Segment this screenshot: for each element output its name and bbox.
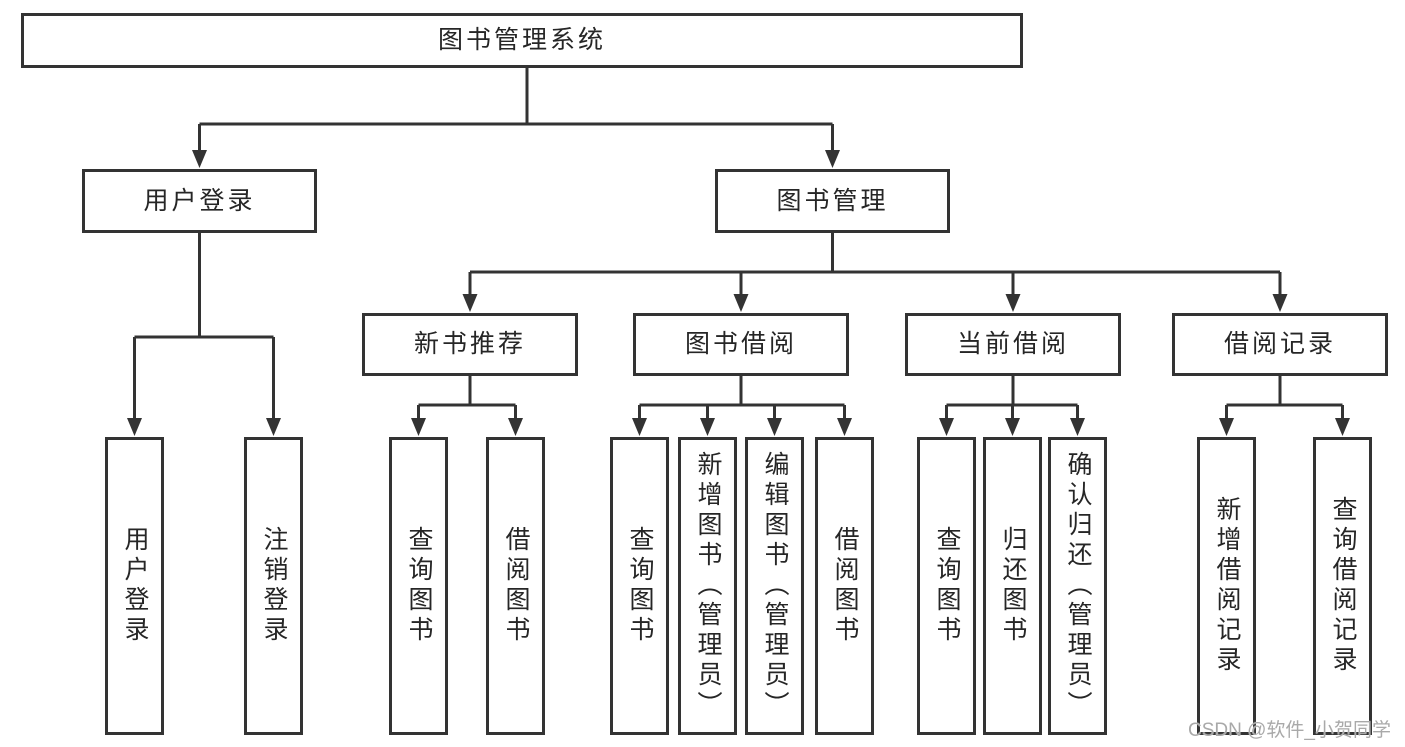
leaf-label: 查询图书	[405, 526, 433, 646]
leaf-label: 新增借阅记录	[1213, 496, 1241, 676]
node-new-book-recommendation: 新书推荐	[362, 313, 578, 376]
leaf-return-books: 归还图书	[983, 437, 1042, 735]
node-label: 图书管理	[776, 186, 889, 215]
leaf-borrow-books-recommend: 借阅图书	[486, 437, 545, 735]
leaf-label: 注销登录	[260, 526, 288, 646]
leaf-query-books-current: 查询图书	[917, 437, 976, 735]
leaf-label: 查询图书	[933, 526, 961, 646]
arrowheads	[127, 150, 1350, 436]
leaf-label: 新增图书（管理员）	[694, 451, 722, 721]
leaf-label: 借阅图书	[831, 526, 859, 646]
leaf-logout-login: 注销登录	[244, 437, 303, 735]
leaf-label: 归还图书	[999, 526, 1027, 646]
node-book-borrowing: 图书借阅	[633, 313, 849, 376]
leaf-borrow-books-borrowing: 借阅图书	[815, 437, 874, 735]
leaf-add-borrow-record: 新增借阅记录	[1197, 437, 1256, 735]
node-label: 用户登录	[143, 186, 256, 215]
leaf-label: 确认归还（管理员）	[1064, 451, 1092, 721]
node-label: 借阅记录	[1223, 330, 1336, 358]
node-book-management: 图书管理	[715, 169, 950, 233]
node-label: 新书推荐	[413, 330, 526, 358]
leaf-label: 编辑图书（管理员）	[761, 451, 789, 721]
leaf-label: 用户登录	[121, 526, 149, 646]
node-borrowing-records: 借阅记录	[1172, 313, 1388, 376]
csdn-watermark: CSDN @软件_小贺同学	[1188, 720, 1391, 741]
leaf-user-login: 用户登录	[105, 437, 164, 735]
node-current-borrowing: 当前借阅	[905, 313, 1121, 376]
leaf-add-books-admin: 新增图书（管理员）	[678, 437, 737, 735]
leaf-confirm-return-admin: 确认归还（管理员）	[1048, 437, 1107, 735]
node-user-login: 用户登录	[82, 169, 317, 233]
leaf-label: 查询图书	[626, 526, 654, 646]
leaf-query-books-borrowing: 查询图书	[610, 437, 669, 735]
leaf-label: 借阅图书	[502, 526, 530, 646]
leaf-edit-books-admin: 编辑图书（管理员）	[745, 437, 804, 735]
leaf-query-borrow-record: 查询借阅记录	[1313, 437, 1372, 735]
node-label: 当前借阅	[956, 330, 1069, 358]
node-label: 图书管理系统	[437, 26, 606, 54]
leaf-query-books-recommend: 查询图书	[389, 437, 448, 735]
node-library-management-system: 图书管理系统	[21, 13, 1023, 68]
node-label: 图书借阅	[684, 330, 797, 358]
leaf-label: 查询借阅记录	[1329, 496, 1357, 676]
